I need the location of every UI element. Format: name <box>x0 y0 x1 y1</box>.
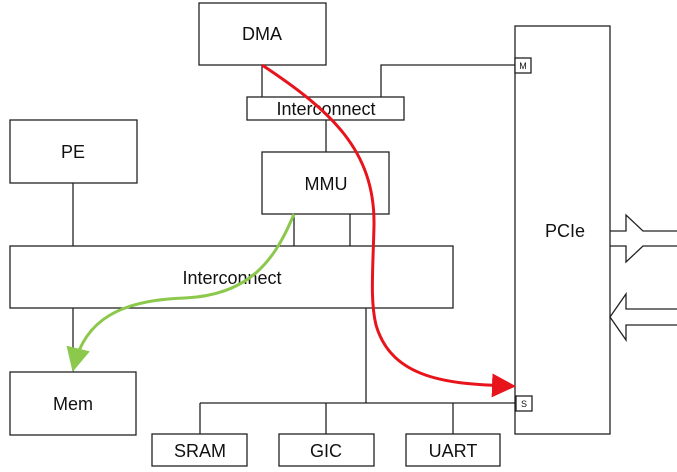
pcie-label: PCIe <box>545 221 585 241</box>
pcie-master-port: M <box>514 57 532 74</box>
mmu-to-mem-path <box>66 213 296 372</box>
sram-label: SRAM <box>174 441 226 461</box>
pcie-slave-port: S <box>515 395 533 412</box>
interconnect-main-label: Interconnect <box>182 268 281 288</box>
uart-block: UART <box>405 433 501 467</box>
uart-label: UART <box>429 441 478 461</box>
pe-label: PE <box>61 142 85 162</box>
pcie-inbound-arrow-icon <box>609 291 677 343</box>
pe-block: PE <box>9 119 138 184</box>
dma-label: DMA <box>242 24 282 44</box>
connections <box>72 64 516 434</box>
interconnect-top-block: Interconnect <box>246 96 405 121</box>
mem-block: Mem <box>9 371 137 436</box>
master-port-label: M <box>519 61 527 71</box>
interconnect-to-pcie-master-line <box>380 64 515 97</box>
dma-block: DMA <box>198 2 327 66</box>
gic-block: GIC <box>278 433 375 467</box>
slave-port-label: S <box>521 399 527 409</box>
pcie-outbound-arrow-icon <box>610 213 677 264</box>
pcie-block: PCIe <box>514 25 611 435</box>
sram-block: SRAM <box>151 433 248 467</box>
interconnect-main-block: Interconnect <box>9 245 454 309</box>
mmu-label: MMU <box>305 174 348 194</box>
interconnect-top-label: Interconnect <box>276 99 375 119</box>
gic-label: GIC <box>310 441 342 461</box>
mem-label: Mem <box>53 394 93 414</box>
dma-to-pcie-path <box>261 63 516 398</box>
